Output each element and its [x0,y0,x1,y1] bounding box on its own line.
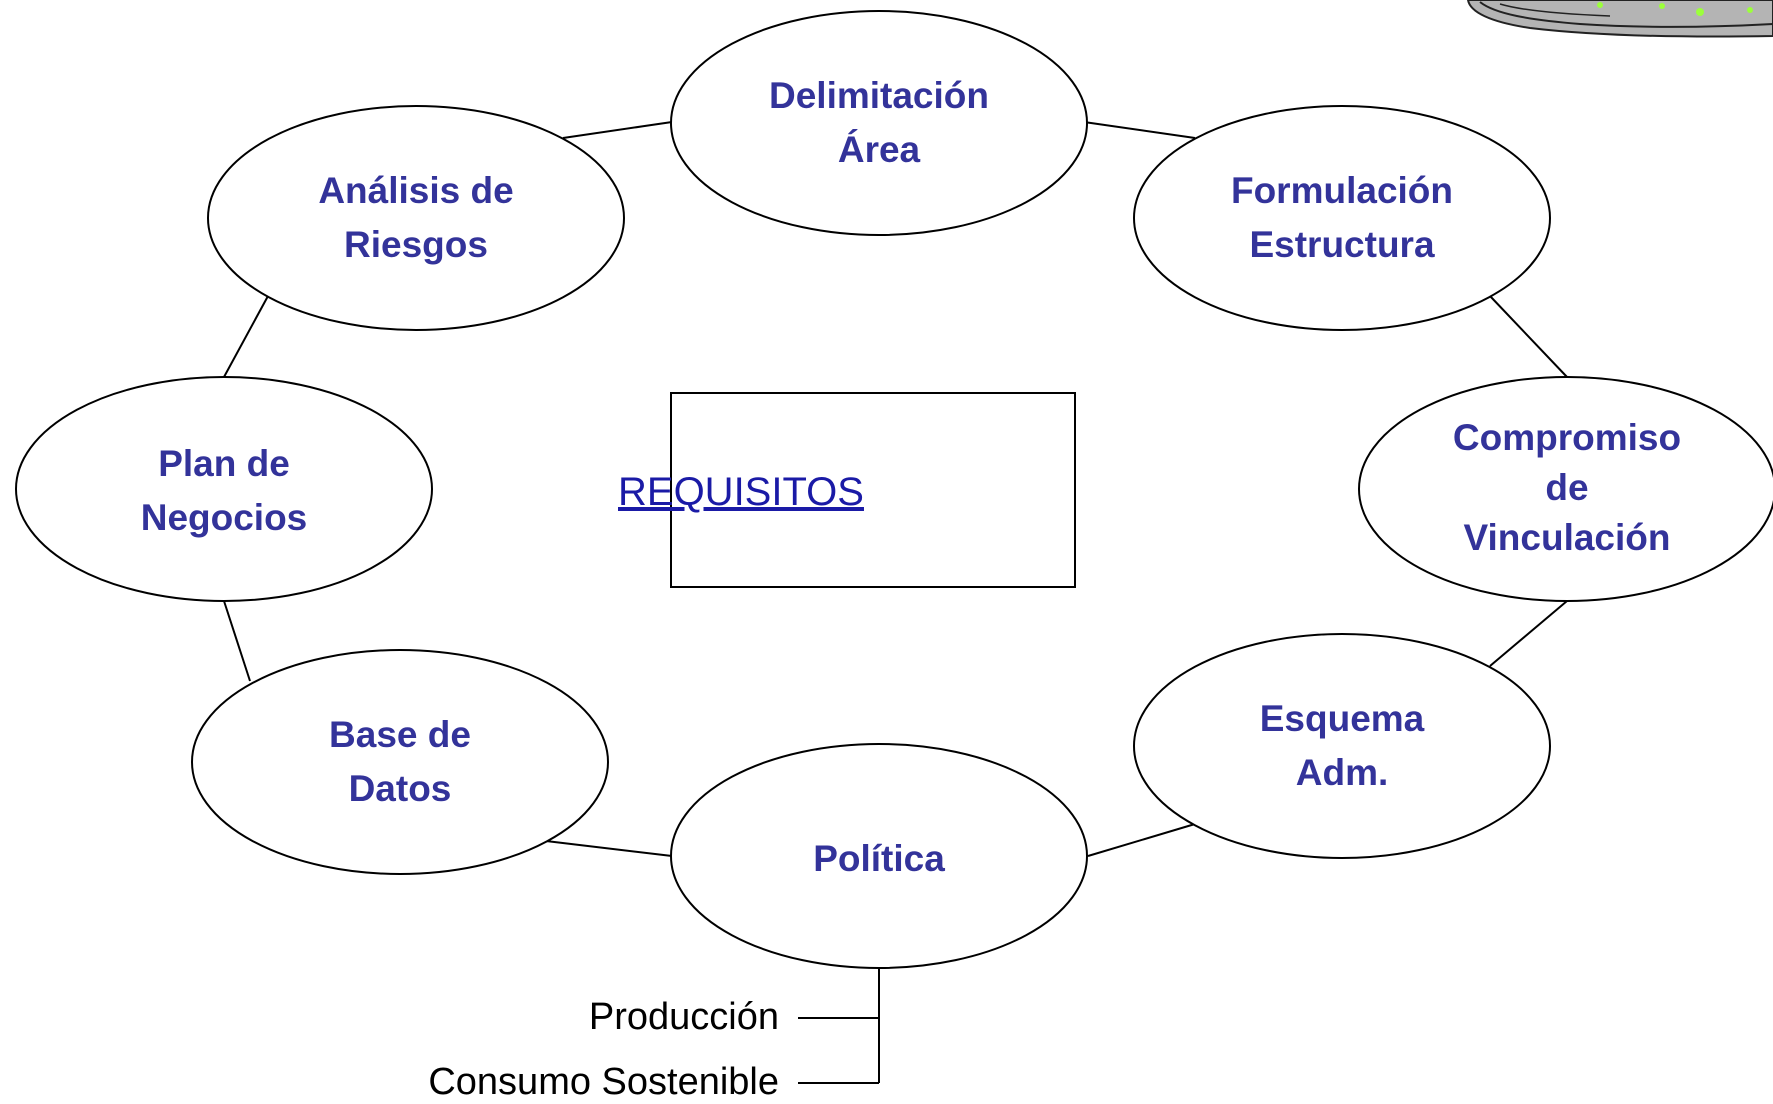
connector [545,840,673,857]
node-ellipse-base-datos [191,649,609,875]
requisitos-link[interactable]: REQUISITOS [618,470,864,514]
node-line: Área [837,129,921,170]
node-ellipse-politica [670,743,1088,969]
node-label-delimitacion: Delimitación Área [769,69,989,177]
node-label-formulacion: Formulación Estructura [1231,164,1453,272]
node-label-plan-negocios: Plan de Negocios [141,437,308,545]
node-ellipse-esquema [1133,633,1551,859]
node-line: Base de [329,714,471,755]
node-label-compromiso: Compromiso de Vinculación [1453,413,1681,563]
node-line: Plan de [158,443,290,484]
node-line: Análisis de [318,170,514,211]
node-label-base-datos: Base de Datos [329,708,471,816]
branch-label-consumo-sostenible: Consumo Sostenible [428,1061,779,1103]
node-line: Negocios [140,497,308,538]
center-box [670,392,1076,588]
node-line: Compromiso [1452,417,1682,458]
connector [223,295,269,378]
node-label-politica: Política [813,832,945,886]
node-line: Esquema [1259,698,1425,739]
node-line: Datos [348,768,452,809]
node-ellipse-delimitacion [670,10,1088,236]
node-ellipse-compromiso [1358,376,1773,602]
node-ellipse-formulacion [1133,105,1551,331]
node-line: de [1545,467,1589,508]
node-line: Política [813,838,945,879]
node-label-analisis-riesgos: Análisis de Riesgos [318,164,513,272]
connectors [223,121,1568,1084]
connector [562,121,673,139]
node-ellipse-plan-negocios [15,376,433,602]
connector [1087,823,1196,857]
node-label-esquema: Esquema Adm. [1260,692,1425,800]
branch-label-produccion: Producción [588,996,779,1038]
corner-decoration-image [1466,0,1773,38]
connector [223,600,251,682]
node-line: Delimitación [769,75,989,116]
connector [1083,121,1196,139]
node-line: Adm. [1295,752,1389,793]
node-ellipse-analisis-riesgos [207,105,625,331]
node-line: Formulación [1230,170,1454,211]
connector [1489,295,1568,378]
connector [1489,600,1568,667]
node-line: Riesgos [344,224,488,265]
node-line: Estructura [1249,224,1435,265]
node-line: Vinculación [1463,517,1671,558]
